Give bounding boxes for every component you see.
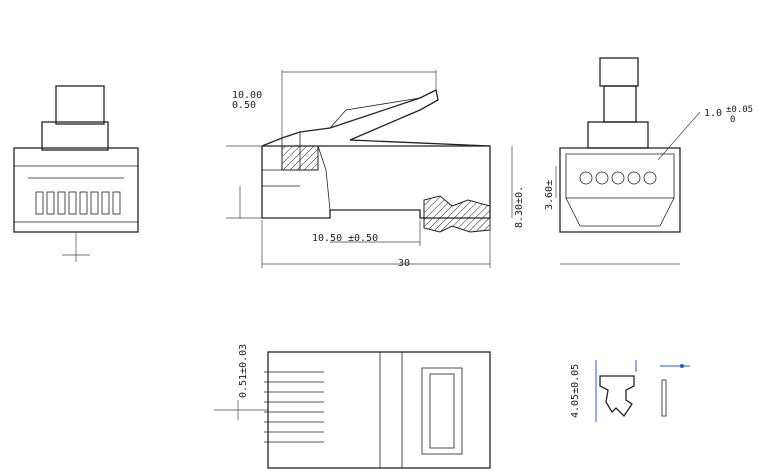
end-view (555, 57, 701, 265)
front-view (13, 85, 139, 262)
dim-base-len: 10.50 (312, 233, 342, 244)
dim-pitch: 0.51±0.03 (238, 344, 249, 398)
dim-overall-len: 30 (398, 258, 410, 269)
dim-tol-top-1: 10.00 (232, 90, 262, 101)
top-view (214, 351, 491, 469)
side-view (226, 70, 513, 268)
clip-detail (595, 360, 690, 422)
dim-hole-tol: ±0.05 (726, 105, 753, 115)
dim-hole-dia: 1.0 (704, 108, 722, 119)
dim-hole-tol-sub: 0 (730, 115, 735, 125)
dim-height: 8.30±0. (514, 186, 525, 228)
top-contacts (264, 371, 324, 443)
dim-tol-top-2: 0.50 (232, 100, 256, 111)
front-contacts (35, 191, 121, 215)
end-contact-holes (579, 171, 657, 185)
dim-inner-height: 3.60± (544, 180, 555, 210)
dim-base-tol: ±0.50 (348, 233, 378, 244)
dim-clip-height: 4.05±0.05 (570, 364, 581, 418)
